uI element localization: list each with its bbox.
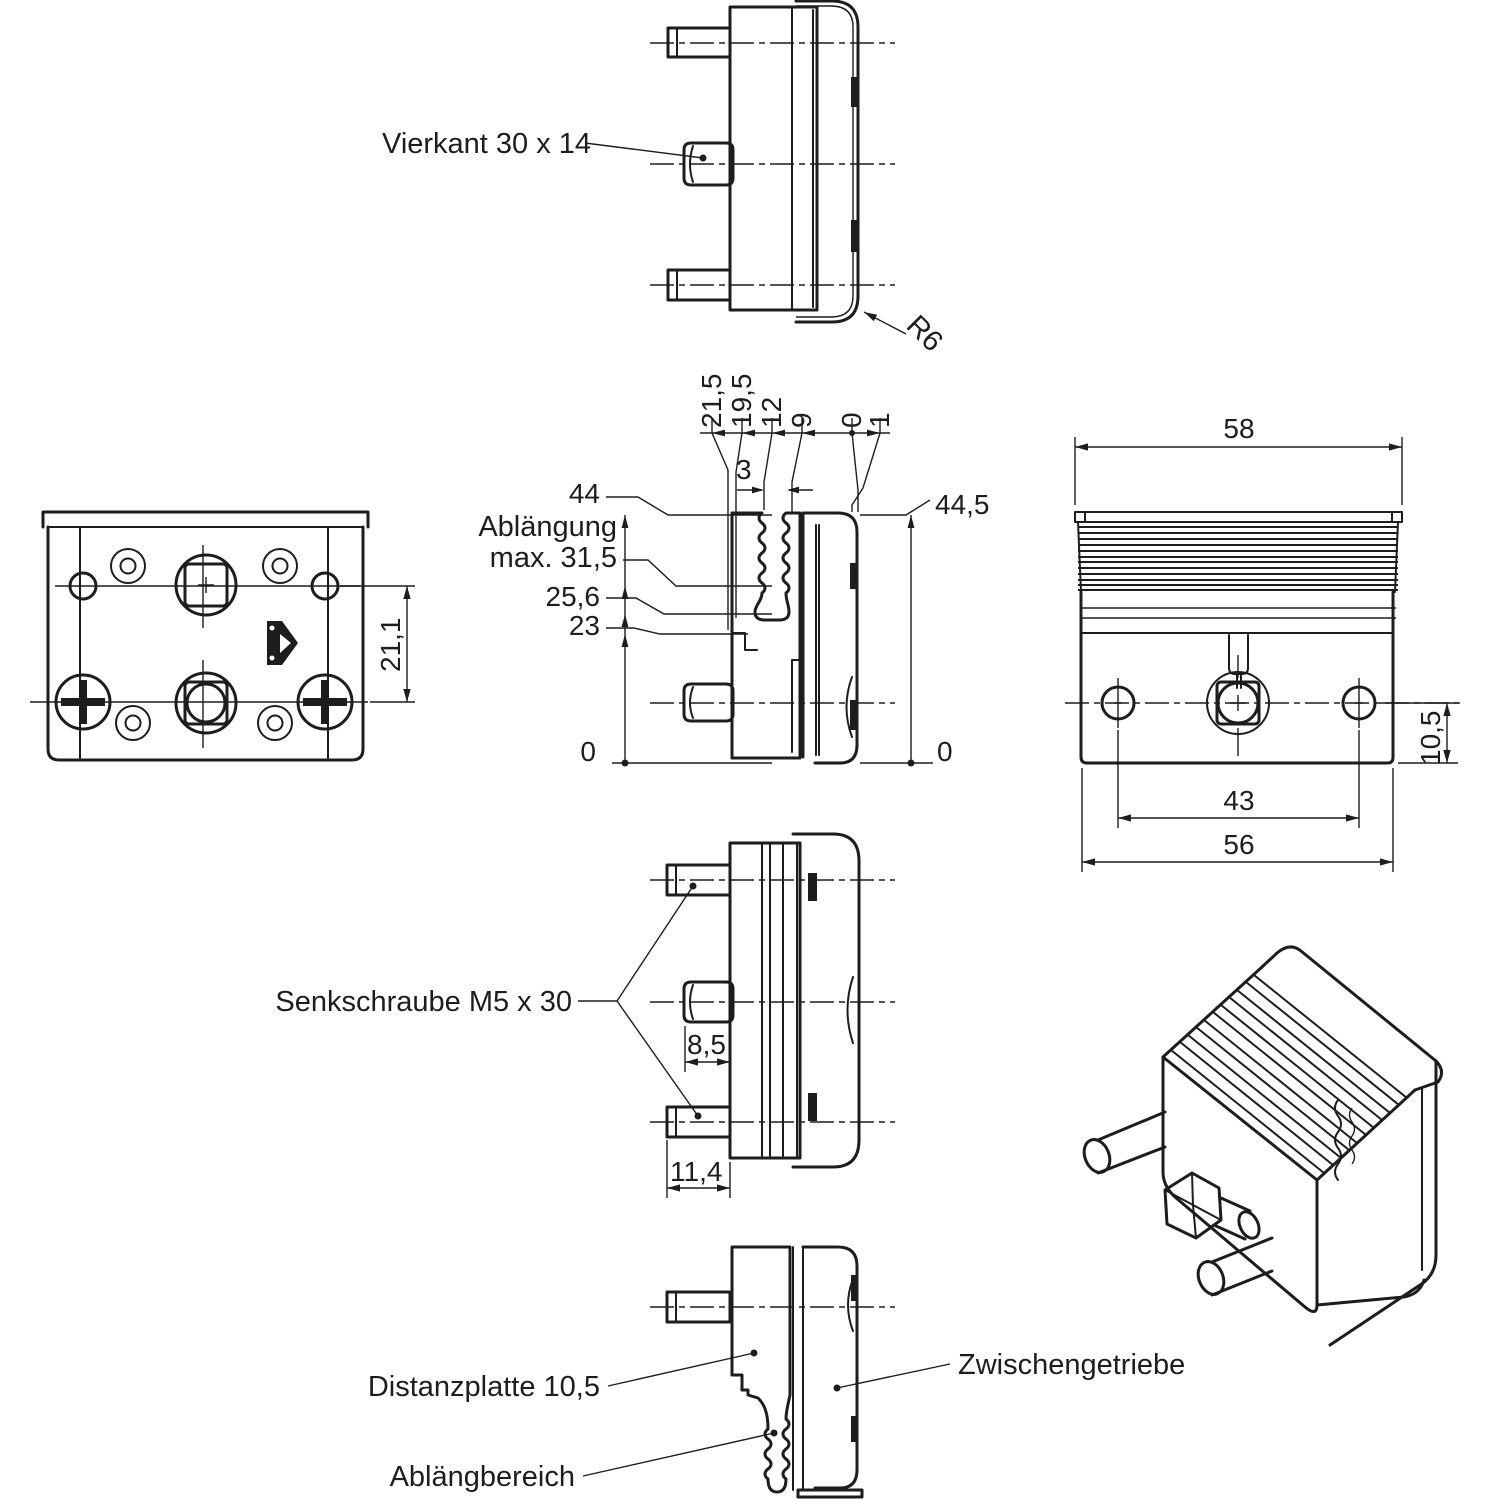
view-front-ribbed: 58 10,5 43 56 <box>1065 413 1462 872</box>
dim-56: 56 <box>1223 829 1254 860</box>
label-zwischengetriebe: Zwischengetriebe <box>958 1349 1185 1381</box>
view-side-lower: Senkschraube M5 x 30 8,5 11,4 <box>275 832 895 1198</box>
dim-10-5: 10,5 <box>1415 711 1446 766</box>
dim-44-5: 44,5 <box>935 489 990 520</box>
label-ablaengung-1: Ablängung <box>478 511 617 543</box>
dim-58: 58 <box>1223 413 1254 444</box>
rib-lines <box>1078 526 1398 591</box>
iso-rib-lines <box>1170 974 1408 1174</box>
dim-chain-9: 9 <box>786 412 817 428</box>
dim-chain-19-5: 19,5 <box>726 374 757 429</box>
view-front-plate: 21,1 <box>30 510 415 762</box>
view-top-side: Vierkant 30 x 14 R6 <box>382 0 949 358</box>
dim-21-1: 21,1 <box>375 618 406 673</box>
dim-chain-12: 12 <box>756 397 787 428</box>
label-ablaengbereich: Ablängbereich <box>390 1461 575 1493</box>
view-section-upper: 21,5 19,5 12 9 0 1 3 44 Ablängung max. 3… <box>478 374 989 768</box>
view-isometric <box>1082 945 1443 1347</box>
label-distanzplatte: Distanzplatte 10,5 <box>368 1371 600 1403</box>
dim-43: 43 <box>1223 785 1254 816</box>
dim-25-6: 25,6 <box>546 581 601 612</box>
dim-8-5: 8,5 <box>687 1029 726 1060</box>
dim-11-4: 11,4 <box>670 1156 722 1187</box>
label-vierkant: Vierkant 30 x 14 <box>382 128 591 160</box>
dim-3: 3 <box>736 454 752 485</box>
label-r6: R6 <box>900 309 949 358</box>
dim-0-left: 0 <box>580 736 596 767</box>
label-senkschraube: Senkschraube M5 x 30 <box>275 986 572 1018</box>
dim-23: 23 <box>569 610 600 641</box>
dim-chain-1: 1 <box>864 412 895 428</box>
dim-chain-21-5: 21,5 <box>696 374 727 429</box>
view-section-lower: Distanzplatte 10,5 Zwischengetriebe Ablä… <box>368 1245 1185 1499</box>
dim-chain-0: 0 <box>836 412 867 428</box>
label-ablaengung-2: max. 31,5 <box>490 542 617 574</box>
dim-44: 44 <box>569 478 600 509</box>
dim-0-right: 0 <box>937 736 953 767</box>
